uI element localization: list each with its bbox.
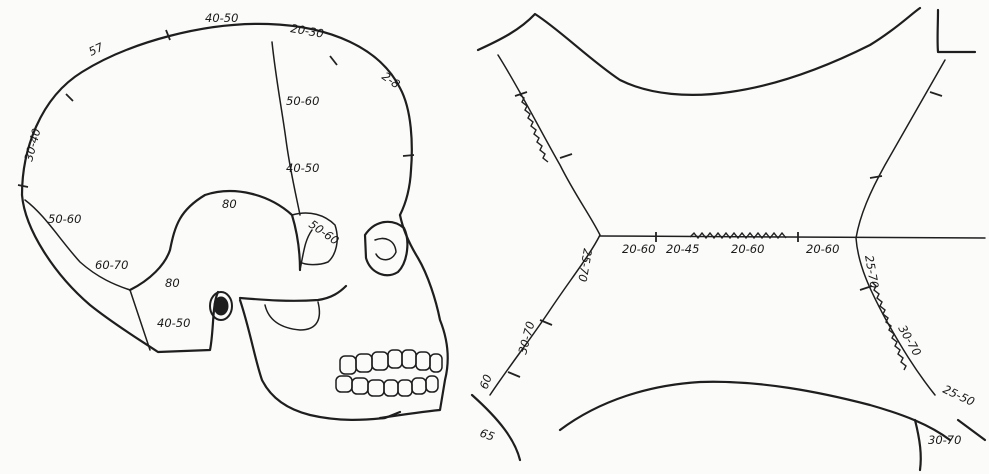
skull-lateral-view	[18, 24, 448, 420]
right-arc-suture	[856, 60, 945, 395]
suture-label: 60-70	[95, 258, 128, 272]
tooth	[430, 354, 442, 372]
left-arc-suture	[490, 55, 600, 395]
tooth	[388, 350, 402, 368]
suture-label: 20-60	[731, 242, 764, 256]
skull-vault-outline	[22, 24, 412, 215]
tooth	[412, 378, 426, 394]
tick-mark	[330, 56, 337, 65]
upper-right-bone	[938, 10, 975, 52]
tick-mark	[18, 185, 28, 187]
tick-mark	[403, 155, 414, 156]
suture-label: 60	[477, 372, 495, 391]
tick-mark	[66, 94, 73, 101]
suture-label: 80	[165, 276, 180, 290]
suture-label: 30-40	[21, 127, 43, 163]
tooth	[384, 380, 398, 396]
tooth	[368, 380, 384, 396]
zygomatic-arch	[240, 286, 346, 301]
vault-top-view	[472, 8, 985, 470]
tooth	[398, 380, 412, 396]
tooth	[340, 356, 356, 374]
suture-label: 20-30	[289, 21, 324, 41]
coronal-suture	[272, 42, 300, 215]
nasal-cavity	[375, 239, 396, 260]
suture-label: 25-50	[941, 382, 977, 409]
tooth	[416, 352, 430, 370]
suture-label: 30-70	[928, 433, 961, 447]
tick-mark	[870, 176, 882, 178]
tooth	[402, 350, 416, 368]
tooth	[352, 378, 368, 394]
suture-label: 30-70	[515, 320, 537, 356]
tick-mark	[508, 372, 520, 377]
left-zigzag-suture	[520, 95, 548, 162]
ear-canal	[214, 297, 228, 315]
suture-label: 50-60	[306, 217, 341, 248]
suture-label: 25-70	[575, 247, 595, 282]
suture-label: 40-50	[286, 161, 319, 175]
suture-label: 40-50	[205, 11, 238, 25]
orbit-outline	[365, 222, 407, 275]
suture-label: 50-60	[48, 212, 81, 226]
suture-label: 20-60	[806, 242, 839, 256]
temporal-squama-outline	[130, 191, 300, 290]
suture-label: 65	[478, 426, 497, 444]
lower-bone-outline	[472, 382, 950, 460]
tick-mark	[930, 92, 942, 96]
suture-label: 25-70	[862, 254, 882, 289]
suture-label: 20-60	[622, 242, 655, 256]
tooth	[372, 352, 388, 370]
suture-label: 30-70	[895, 323, 924, 359]
mandible-ramus	[265, 302, 319, 330]
suture-label: 57	[86, 40, 106, 59]
teeth	[336, 350, 442, 396]
suture-label: 20-45	[666, 242, 699, 256]
sagittal-suture	[600, 236, 985, 238]
tooth	[426, 376, 438, 392]
mandible-outline	[240, 300, 400, 420]
suture-label: 80	[222, 197, 237, 211]
suture-label: 50-60	[286, 94, 319, 108]
tooth	[356, 354, 372, 372]
tick-mark	[560, 154, 572, 158]
upper-bone-outline	[478, 8, 920, 95]
tooth	[336, 376, 352, 392]
suture-label: 40-50	[157, 316, 190, 330]
